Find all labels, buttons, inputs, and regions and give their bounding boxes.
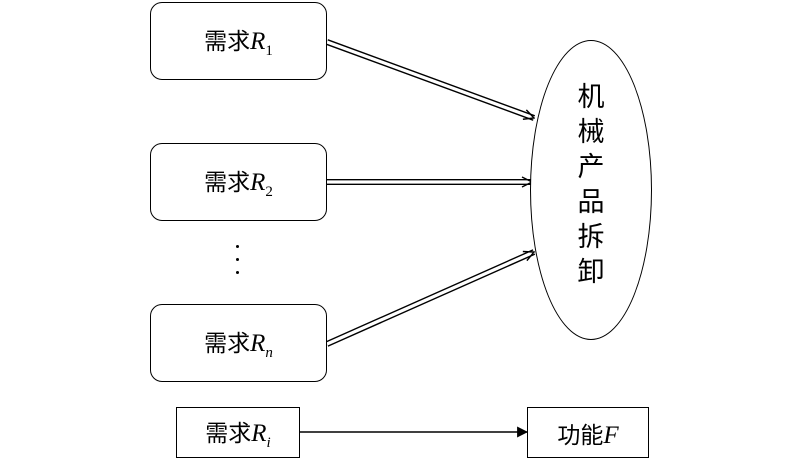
double-arrow-rn xyxy=(325,249,534,347)
target-char-1: 机 xyxy=(577,82,605,113)
demand-node-r2-label: 需求R2 xyxy=(204,169,273,200)
legend-source-label: 需求Ri xyxy=(205,419,271,451)
legend-target-label: 功能F xyxy=(557,421,619,449)
target-char-6: 卸 xyxy=(577,257,605,288)
legend-target-box: 功能F xyxy=(527,407,649,458)
demand-node-r1: 需求R1 xyxy=(150,2,327,80)
vertical-ellipsis xyxy=(236,245,239,284)
demand-node-r2: 需求R2 xyxy=(150,143,327,221)
demand-node-rn-label: 需求Rn xyxy=(204,330,273,361)
target-char-4: 品 xyxy=(577,187,605,218)
legend-source-box: 需求Ri xyxy=(176,407,300,458)
target-label: 机 械 产 品 拆 卸 xyxy=(571,80,611,290)
double-arrow-r1 xyxy=(325,39,534,121)
target-char-5: 拆 xyxy=(577,222,605,253)
demand-node-rn: 需求Rn xyxy=(150,304,327,382)
target-char-2: 械 xyxy=(577,117,605,148)
target-char-3: 产 xyxy=(577,152,605,183)
demand-node-r1-label: 需求R1 xyxy=(204,28,273,59)
target-ellipse xyxy=(530,40,652,340)
